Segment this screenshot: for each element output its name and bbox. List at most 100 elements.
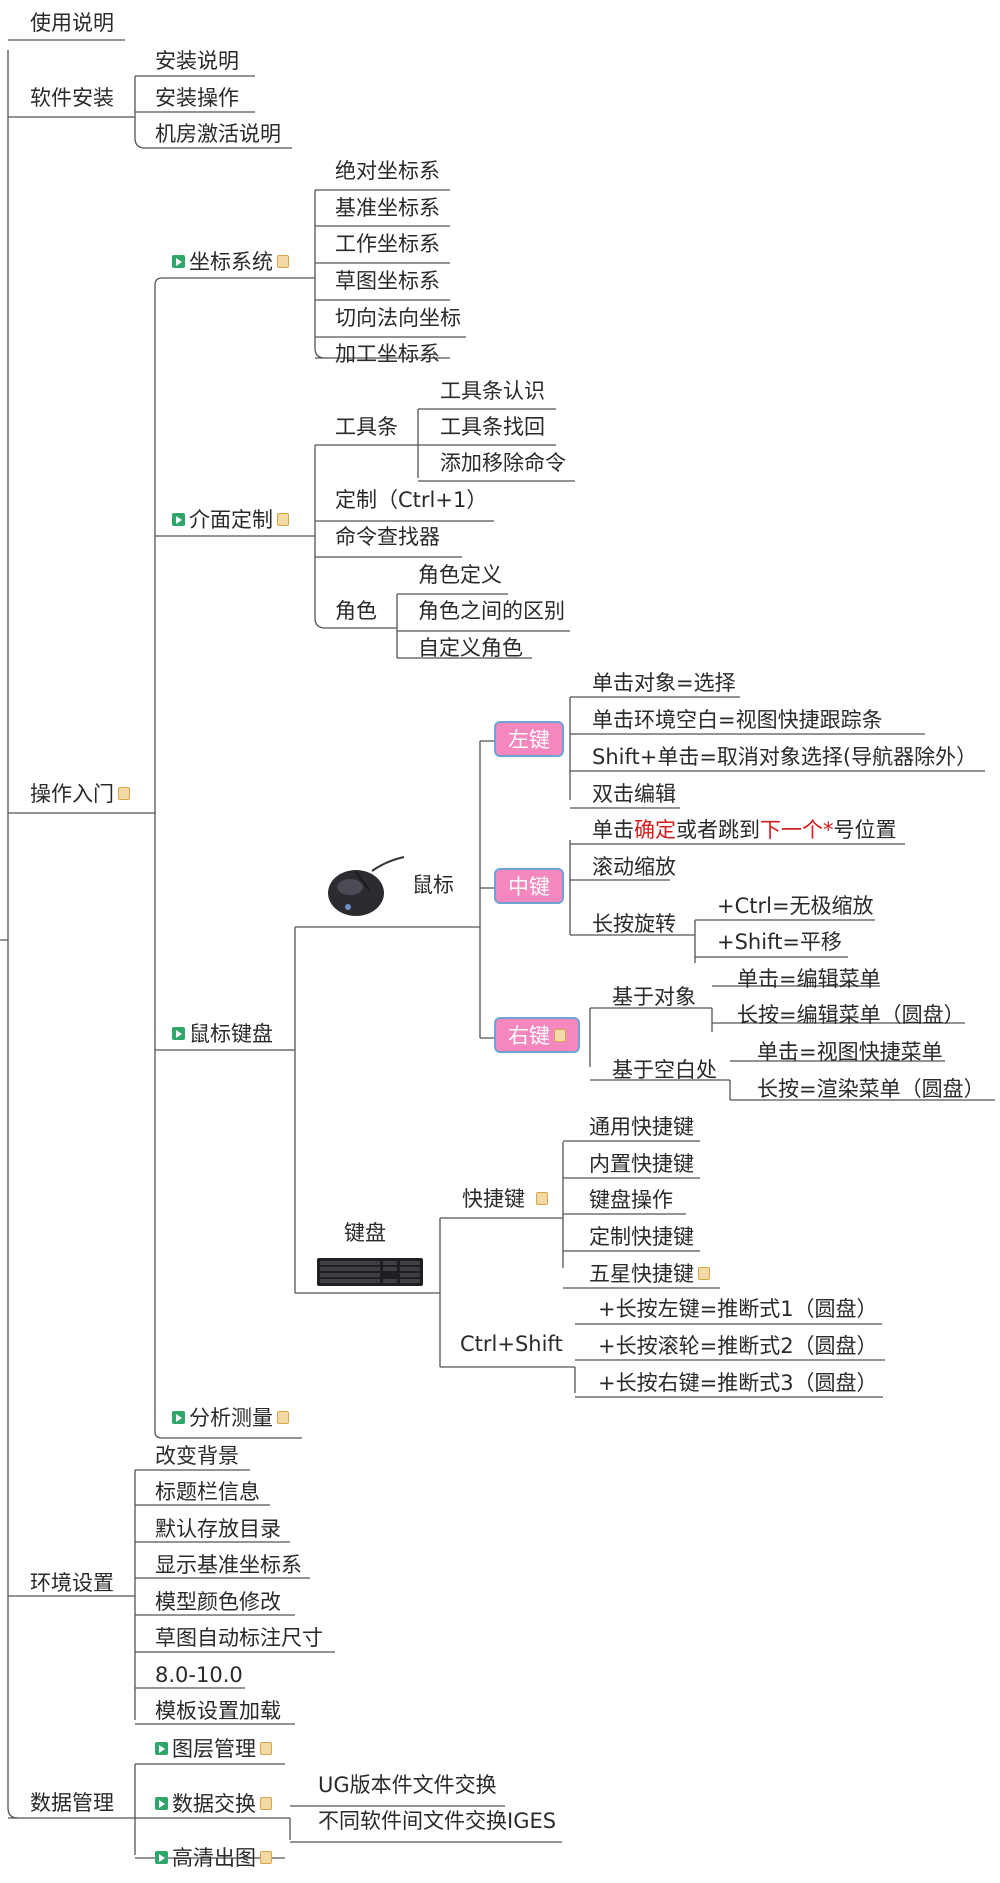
middle-scroll-item[interactable]: 滚动缩放 (592, 855, 676, 879)
obj-item[interactable]: 单击=编辑菜单 (737, 967, 881, 991)
node-exchange[interactable]: 数据交换 (155, 1791, 272, 1817)
env-item[interactable]: 模型颜色修改 (155, 1590, 281, 1614)
ctrlshift-item[interactable]: +长按左键=推断式1（圆盘） (598, 1297, 878, 1321)
node-analysis[interactable]: 分析测量 (172, 1405, 289, 1431)
coord-item[interactable]: 草图坐标系 (335, 269, 440, 293)
coord-item[interactable]: 基准坐标系 (335, 196, 440, 220)
note-icon (260, 1850, 272, 1864)
role-item[interactable]: 角色之间的区别 (418, 599, 565, 623)
toolbar-item[interactable]: 工具条找回 (440, 415, 545, 439)
node-analysis-label: 分析测量 (189, 1406, 273, 1430)
note-icon (698, 1266, 710, 1280)
note-icon (535, 1191, 548, 1205)
mid-click-text: 单击 (592, 818, 634, 842)
middle-rotate-item[interactable]: 长按旋转 (592, 912, 676, 936)
next-star-highlight: 下一个* (760, 818, 834, 842)
note-icon (277, 254, 289, 268)
env-item[interactable]: 标题栏信息 (155, 1480, 260, 1504)
toolbar-item[interactable]: 工具条认识 (440, 379, 545, 403)
node-ops-label: 操作入门 (30, 782, 114, 806)
node-coord[interactable]: 坐标系统 (172, 249, 289, 275)
node-ops[interactable]: 操作入门 (30, 781, 130, 807)
node-usage[interactable]: 使用说明 (30, 11, 114, 35)
coord-item[interactable]: 切向法向坐标 (335, 306, 461, 330)
env-item[interactable]: 显示基准坐标系 (155, 1553, 302, 1577)
left-key-item[interactable]: 单击环境空白=视图快捷跟踪条 (592, 708, 883, 732)
node-ui[interactable]: 介面定制 (172, 507, 289, 533)
topic-play-icon (172, 512, 185, 526)
node-env[interactable]: 环境设置 (30, 1571, 114, 1595)
shortcut-item-label: 五星快捷键 (589, 1262, 694, 1286)
ctrlshift-item[interactable]: +长按滚轮=推断式2（圆盘） (598, 1334, 878, 1358)
env-item[interactable]: 改变背景 (155, 1444, 239, 1468)
left-key-pill[interactable]: 左键 (494, 721, 564, 757)
obj-item[interactable]: 长按=编辑菜单（圆盘） (737, 1003, 965, 1027)
node-data[interactable]: 数据管理 (30, 1791, 114, 1815)
shortcut-item-five-star[interactable]: 五星快捷键 (589, 1261, 710, 1287)
node-mouse-keyboard[interactable]: 鼠标键盘 (172, 1021, 273, 1047)
note-icon (554, 1028, 566, 1042)
keyboard-image (317, 1258, 423, 1286)
blank-item[interactable]: 长按=渲染菜单（圆盘） (757, 1077, 985, 1101)
mid-click-text: 或者跳到 (676, 818, 760, 842)
node-coord-label: 坐标系统 (189, 250, 273, 274)
node-hd-label: 高清出图 (172, 1846, 256, 1870)
note-icon (118, 786, 130, 800)
exchange-item[interactable]: UG版本件文件交换 (318, 1773, 497, 1797)
note-icon (277, 512, 289, 526)
note-icon (277, 1410, 289, 1424)
node-mk-label: 鼠标键盘 (189, 1022, 273, 1046)
coord-item[interactable]: 加工坐标系 (335, 342, 440, 366)
ctrlshift-node[interactable]: Ctrl+Shift (460, 1332, 563, 1356)
ui-toolbar[interactable]: 工具条 (335, 415, 398, 439)
rotate-item[interactable]: +Shift=平移 (717, 930, 842, 954)
ui-role[interactable]: 角色 (335, 599, 377, 623)
topic-play-icon (155, 1796, 168, 1810)
install-item[interactable]: 机房激活说明 (155, 122, 281, 146)
shortcut-item[interactable]: 内置快捷键 (589, 1152, 694, 1176)
left-key-item[interactable]: 双击编辑 (592, 782, 676, 806)
node-layer-label: 图层管理 (172, 1737, 256, 1761)
shortcut-label: 快捷键 (462, 1187, 525, 1211)
confirm-highlight: 确定 (634, 818, 676, 842)
node-install[interactable]: 软件安装 (30, 86, 114, 110)
topic-play-icon (155, 1741, 168, 1755)
env-item[interactable]: 8.0-10.0 (155, 1663, 243, 1687)
ui-finder[interactable]: 命令查找器 (335, 525, 440, 549)
node-hd[interactable]: 高清出图 (155, 1845, 272, 1871)
install-item[interactable]: 安装操作 (155, 86, 239, 110)
shortcut-item[interactable]: 定制快捷键 (589, 1225, 694, 1249)
shortcut-item[interactable]: 通用快捷键 (589, 1115, 694, 1139)
right-obj-item[interactable]: 基于对象 (612, 985, 696, 1009)
env-item[interactable]: 模板设置加载 (155, 1699, 281, 1723)
coord-item[interactable]: 工作坐标系 (335, 232, 440, 256)
ctrlshift-item[interactable]: +长按右键=推断式3（圆盘） (598, 1371, 878, 1395)
node-ui-label: 介面定制 (189, 508, 273, 532)
right-blank-item[interactable]: 基于空白处 (612, 1058, 717, 1082)
shortcut-item[interactable]: 键盘操作 (589, 1188, 673, 1212)
exchange-item[interactable]: 不同软件间文件交换IGES (318, 1809, 557, 1833)
role-item[interactable]: 角色定义 (418, 563, 502, 587)
shortcut-node[interactable]: 快捷键 (462, 1186, 548, 1212)
note-icon (260, 1741, 272, 1755)
coord-item[interactable]: 绝对坐标系 (335, 159, 440, 183)
env-item[interactable]: 草图自动标注尺寸 (155, 1626, 323, 1650)
right-key-label: 右键 (508, 1024, 550, 1048)
env-item[interactable]: 默认存放目录 (155, 1517, 281, 1541)
rotate-item[interactable]: +Ctrl=无极缩放 (717, 894, 874, 918)
right-key-pill[interactable]: 右键 (494, 1017, 580, 1053)
topic-play-icon (172, 1410, 185, 1424)
left-key-item[interactable]: Shift+单击=取消对象选择(导航器除外） (592, 745, 978, 769)
topic-play-icon (155, 1850, 168, 1864)
install-item[interactable]: 安装说明 (155, 49, 239, 73)
blank-item[interactable]: 单击=视图快捷菜单 (757, 1040, 943, 1064)
left-key-item[interactable]: 单击对象=选择 (592, 671, 736, 695)
middle-click-item[interactable]: 单击确定或者跳到下一个*号位置 (592, 817, 897, 843)
middle-key-pill[interactable]: 中键 (494, 868, 564, 904)
ui-custom[interactable]: 定制（Ctrl+1） (335, 488, 488, 512)
topic-play-icon (172, 1026, 185, 1040)
node-layer[interactable]: 图层管理 (155, 1736, 272, 1762)
toolbar-item[interactable]: 添加移除命令 (440, 451, 566, 475)
role-item[interactable]: 自定义角色 (418, 636, 523, 660)
